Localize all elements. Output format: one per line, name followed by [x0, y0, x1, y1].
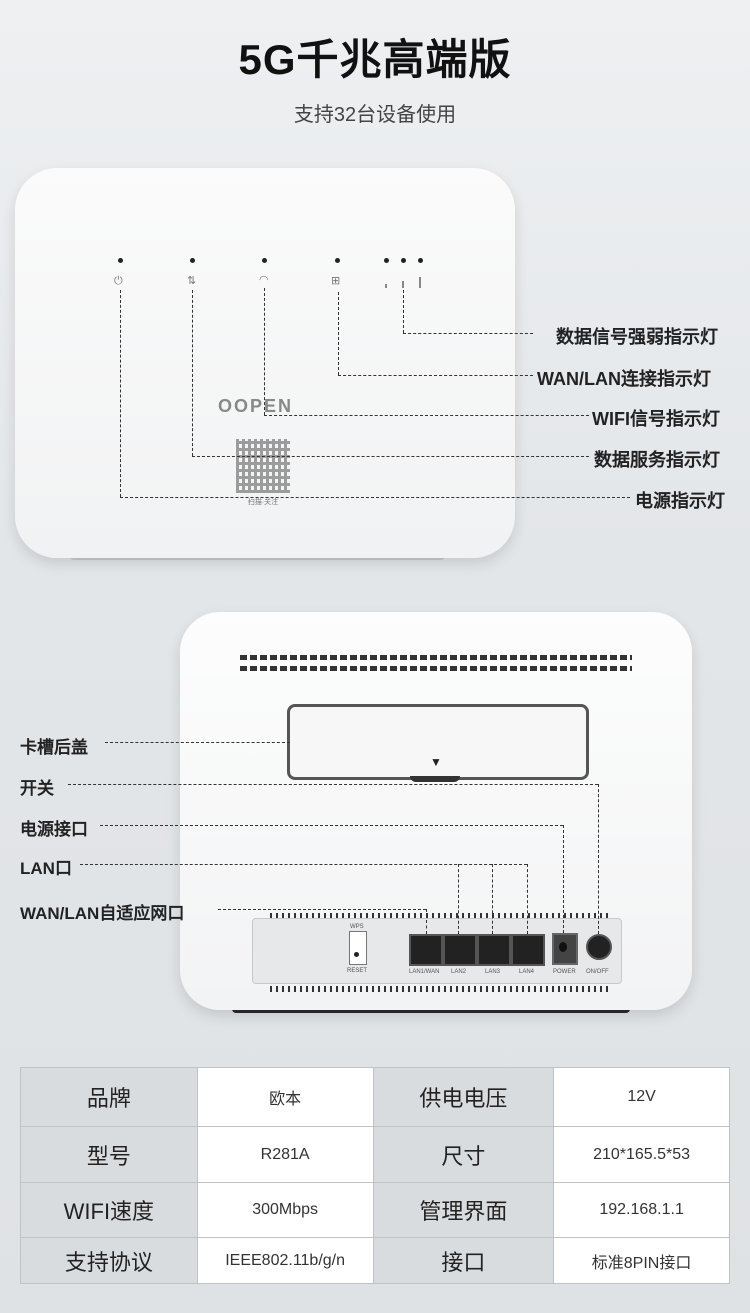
qr-caption: 扫描·关注 — [247, 499, 279, 506]
power-switch — [586, 934, 612, 960]
wan-lan-led — [335, 258, 340, 263]
table-row: 支持协议 IEEE802.11b/g/n 接口 标准8PIN接口 — [20, 1237, 730, 1284]
wan-lan-led-label: WAN/LAN连接指示灯 — [537, 369, 711, 389]
signal-led-3 — [418, 258, 423, 263]
table-row: WIFI速度 300Mbps 管理界面 192.168.1.1 — [20, 1182, 730, 1238]
top-vent-row-2 — [240, 666, 632, 671]
lan4-port — [511, 934, 545, 966]
power-icon: ⏻ — [114, 275, 123, 287]
spec-value: 12V — [553, 1067, 730, 1127]
power-port-label: 电源接口 — [20, 820, 88, 839]
lan2-port — [443, 934, 477, 966]
wifi-led-label: WIFI信号指示灯 — [592, 409, 720, 429]
spec-key: 管理界面 — [372, 1182, 555, 1238]
data-service-led — [190, 258, 195, 263]
data-service-led-label: 数据服务指示灯 — [594, 450, 720, 470]
spec-key: 支持协议 — [20, 1237, 198, 1284]
signal-led-2 — [401, 258, 406, 263]
lan1-wan-text: LAN1/WAN — [409, 969, 440, 975]
wan-lan-port-label: WAN/LAN自适应网口 — [20, 904, 185, 923]
lan3-port — [477, 934, 511, 966]
power-port-socket — [559, 942, 567, 952]
spec-value: 192.168.1.1 — [553, 1182, 730, 1238]
lan-port-label: LAN口 — [20, 859, 72, 878]
spec-key: 尺寸 — [372, 1126, 555, 1183]
front-router-image — [15, 168, 515, 558]
spec-key: 品牌 — [20, 1067, 198, 1127]
spec-value: 210*165.5*53 — [553, 1126, 730, 1183]
spec-key: WIFI速度 — [20, 1182, 198, 1238]
page-title: 5G千兆高端版 — [238, 36, 512, 83]
spec-key: 型号 — [20, 1126, 198, 1183]
panel-vent-bottom — [270, 986, 610, 992]
table-row: 品牌 欧本 供电电压 12V — [20, 1067, 730, 1127]
wifi-icon: ◠ — [259, 274, 269, 286]
lan2-text: LAN2 — [451, 969, 467, 975]
slot-notch — [410, 776, 460, 782]
down-arrow-icon: ▼ — [430, 755, 442, 769]
wps-text: WPS — [350, 924, 364, 930]
spec-value: R281A — [196, 1126, 374, 1183]
network-icon: ⊞ — [331, 275, 341, 287]
signal-led-label: 数据信号强弱指示灯 — [556, 327, 718, 347]
spec-table: 品牌 欧本 供电电压 12V 型号 R281A 尺寸 210*165.5*53 … — [20, 1067, 730, 1284]
power-led — [118, 258, 123, 263]
power-text: POWER — [553, 969, 576, 975]
lan4-text: LAN4 — [519, 969, 535, 975]
panel-vent-top — [270, 913, 610, 919]
data-arrows-icon: ⇅ — [187, 275, 197, 287]
qr-code — [236, 439, 290, 493]
signal-led-1 — [384, 258, 389, 263]
wifi-led — [262, 258, 267, 263]
reset-hole — [354, 952, 359, 957]
switch-label: 开关 — [20, 779, 54, 798]
spec-key: 供电电压 — [372, 1067, 555, 1127]
reset-text: RESET — [347, 968, 368, 974]
spec-key: 接口 — [372, 1237, 555, 1284]
onoff-text: ON/OFF — [586, 969, 609, 975]
table-row: 型号 R281A 尺寸 210*165.5*53 — [20, 1126, 730, 1183]
spec-value: 标准8PIN接口 — [553, 1237, 730, 1284]
slot-cover-label: 卡槽后盖 — [20, 738, 88, 757]
top-vent-row-1 — [240, 655, 632, 660]
brand-logo: OOPEN — [218, 396, 294, 416]
spec-value: 欧本 — [196, 1067, 374, 1127]
spec-value: IEEE802.11b/g/n — [196, 1237, 374, 1284]
lan1-wan-port — [409, 934, 443, 966]
reset-button — [349, 931, 367, 965]
lan3-text: LAN3 — [485, 969, 501, 975]
power-led-label: 电源指示灯 — [635, 491, 725, 511]
page-subtitle: 支持32台设备使用 — [293, 104, 457, 126]
spec-value: 300Mbps — [196, 1182, 374, 1238]
